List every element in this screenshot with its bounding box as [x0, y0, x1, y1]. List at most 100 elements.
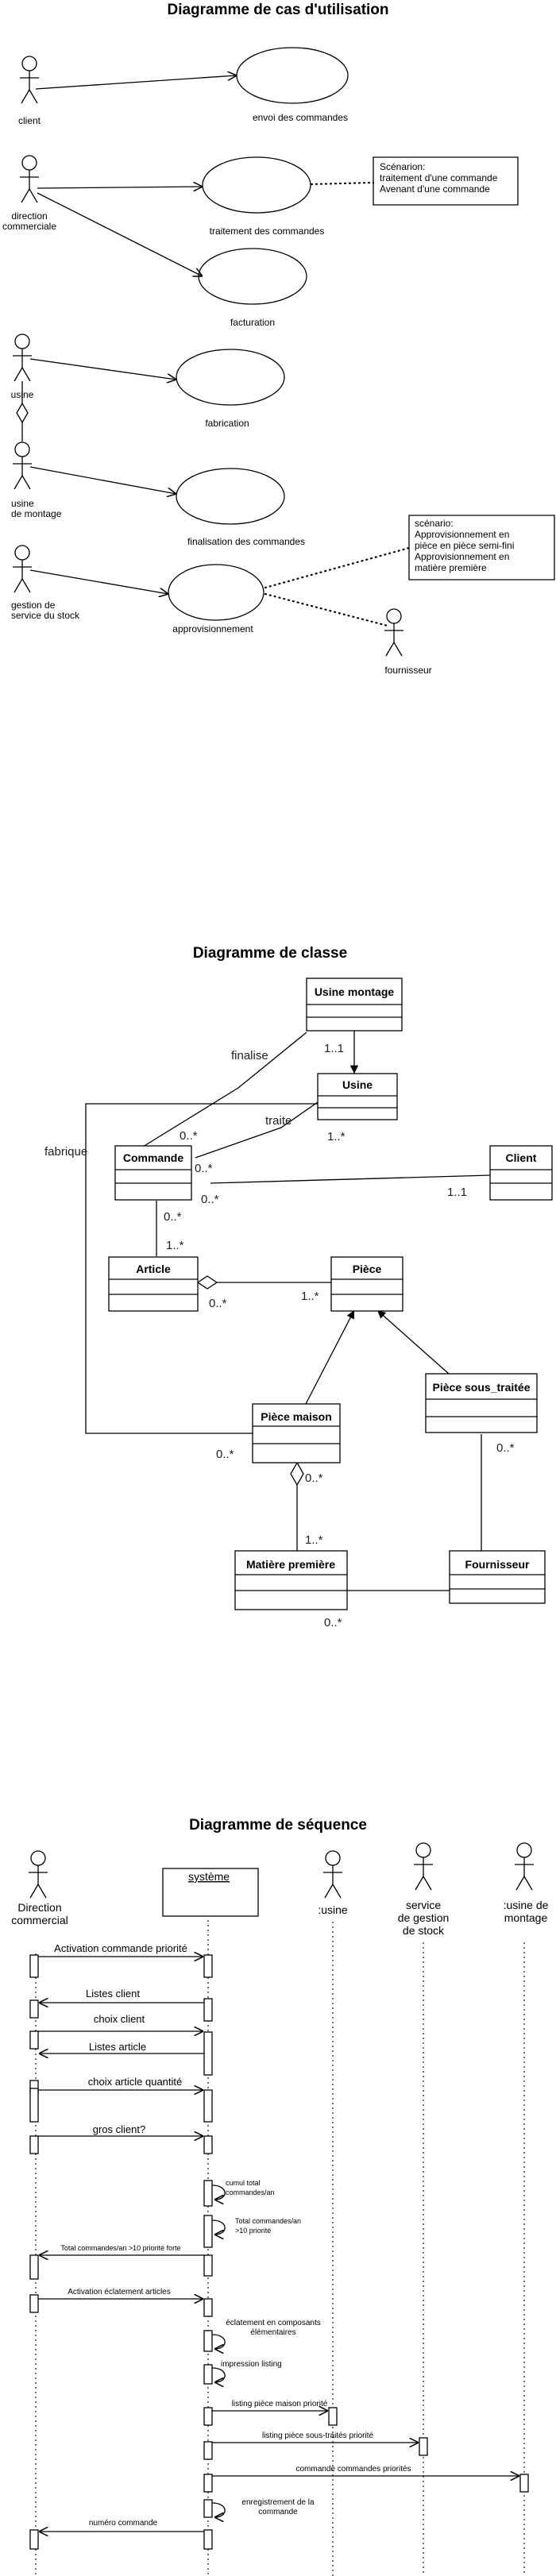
text-line: Avenant d'une commande	[380, 183, 490, 195]
text-line: service	[406, 1899, 442, 1911]
mult-piece-maison-matiere: 0..*	[305, 1471, 323, 1485]
class-usine-montage[interactable]: Usine montage	[306, 978, 403, 1032]
msg-activation-commande: Activation commande priorité	[54, 1942, 187, 1954]
text-line: cumul total	[226, 2179, 261, 2187]
usecase-facturation[interactable]	[198, 248, 307, 305]
text-line: fournisseur	[384, 665, 431, 676]
actor-direction[interactable]	[20, 155, 39, 203]
text-line: Approvisionnement en	[415, 529, 509, 540]
text-line: montage	[504, 1911, 548, 1924]
text-line: enregistrement de la	[241, 2498, 315, 2507]
mult-commande-client: 0..*	[201, 1193, 219, 1206]
actor-client-label: client	[18, 115, 41, 126]
msg-listes-article: Listes article	[89, 2041, 146, 2053]
class-piece[interactable]: Pièce	[330, 1256, 403, 1312]
aggregation-diamond-article	[196, 1275, 218, 1290]
usecase-fabrication[interactable]	[176, 349, 285, 406]
text-line: matière première	[415, 562, 487, 573]
text-line: scénario:	[415, 518, 454, 529]
class-usine-name: Usine	[342, 1078, 373, 1091]
mult-article-commande: 1..*	[166, 1239, 184, 1252]
text-line: direction	[11, 210, 47, 222]
assoc-traite: traite	[265, 1114, 292, 1128]
usecase-traitement[interactable]	[202, 156, 311, 214]
class-article-name: Article	[136, 1263, 171, 1275]
text-line: commercial	[11, 1914, 68, 1926]
lifeline-systeme-label: système	[188, 1870, 230, 1883]
note-traitement	[373, 156, 519, 206]
mult-client: 1..1	[447, 1186, 467, 1199]
text-line: traitement d'une commande	[380, 172, 498, 183]
text-line: gestion de	[11, 600, 56, 611]
actor-usine[interactable]	[13, 334, 32, 382]
actor-gestion-stock[interactable]	[13, 545, 32, 593]
class-client-name: Client	[506, 1151, 537, 1164]
usecase-finalisation-label: finalisation des commandes	[187, 536, 305, 547]
text-line: >10 priorité	[235, 2227, 271, 2235]
usecase-approvisionnement-label: approvisionnement	[172, 623, 253, 634]
usecase-approvisionnement[interactable]	[168, 564, 264, 621]
actor-fournisseur[interactable]	[384, 608, 403, 657]
class-commande[interactable]: Commande	[114, 1145, 192, 1201]
lifeline-systeme[interactable]: système	[162, 1868, 259, 1917]
msg-commande-priorites: commande commandes priorités	[295, 2465, 411, 2474]
lifeline-usine-montage[interactable]	[515, 1842, 534, 1891]
assoc-finalise: finalise	[231, 1049, 268, 1062]
usecase-fabrication-label: fabrication	[205, 418, 249, 429]
class-usine[interactable]: Usine	[317, 1073, 398, 1120]
text-line: commerciale	[2, 221, 56, 232]
lifeline-stock[interactable]	[414, 1842, 433, 1891]
msg-choix-article: choix article quantité	[88, 2076, 183, 2088]
lifeline-usine[interactable]	[323, 1850, 342, 1899]
class-piece-sous-traitee[interactable]: Pièce sous_traitée	[425, 1373, 538, 1433]
class-title: Diagramme de classe	[193, 945, 347, 962]
mult-article-piece: 0..*	[209, 1297, 227, 1310]
class-piece-name: Pièce	[353, 1263, 382, 1275]
usecase-facturation-label: facturation	[230, 317, 275, 328]
usecase-traitement-label: traitement des commandes	[210, 226, 325, 237]
class-piece-maison[interactable]: Pièce maison	[252, 1403, 341, 1463]
class-fournisseur[interactable]: Fournisseur	[449, 1550, 546, 1604]
mult-piece-sous-traitee: 0..*	[496, 1441, 515, 1455]
mult-commande-traite: 0..*	[195, 1162, 213, 1175]
msg-listing-maison: listing pièce maison priorité	[232, 2400, 328, 2408]
msg-listing-sous-traites: listing pièce sous-traités priorité	[262, 2431, 373, 2440]
usecase-envoi[interactable]	[236, 47, 349, 104]
text-line: usine	[11, 498, 34, 509]
class-article[interactable]: Article	[108, 1256, 199, 1312]
text-line: Direction	[17, 1901, 61, 1914]
lifeline-direction[interactable]	[29, 1850, 48, 1899]
mult-matiere-piece-maison: 1..*	[305, 1533, 323, 1547]
text-line: de stock	[403, 1924, 445, 1937]
class-matiere-premiere[interactable]: Matière première	[234, 1550, 348, 1610]
text-line: de montage	[11, 508, 62, 519]
msg-choix-client: choix client	[94, 2013, 145, 2025]
text-line: éclatement en composants	[226, 2319, 321, 2327]
actor-client[interactable]	[20, 56, 39, 104]
mult-matiere-fournisseur: 0..*	[324, 1616, 342, 1629]
mult-usine-traite: 1..*	[327, 1130, 346, 1143]
class-fournisseur-name: Fournisseur	[465, 1558, 530, 1571]
assoc-fabrique: fabrique	[44, 1145, 87, 1159]
text-line: Scénarion:	[380, 161, 425, 172]
usecase-finalisation[interactable]	[176, 468, 285, 525]
mult-commande-finalise: 0..*	[180, 1129, 198, 1143]
msg-total-priorite-forte: Total commandes/an >10 priorité forte	[60, 2244, 180, 2252]
usecase-envoi-label: envoi des commandes	[253, 112, 348, 123]
aggregation-diamond-piece-maison	[290, 1461, 304, 1487]
text-line: commande	[258, 2508, 298, 2516]
actor-usine-montage[interactable]	[13, 442, 32, 490]
usecase-title: Diagramme de cas d'utilisation	[167, 2, 388, 18]
class-client[interactable]: Client	[489, 1145, 553, 1201]
